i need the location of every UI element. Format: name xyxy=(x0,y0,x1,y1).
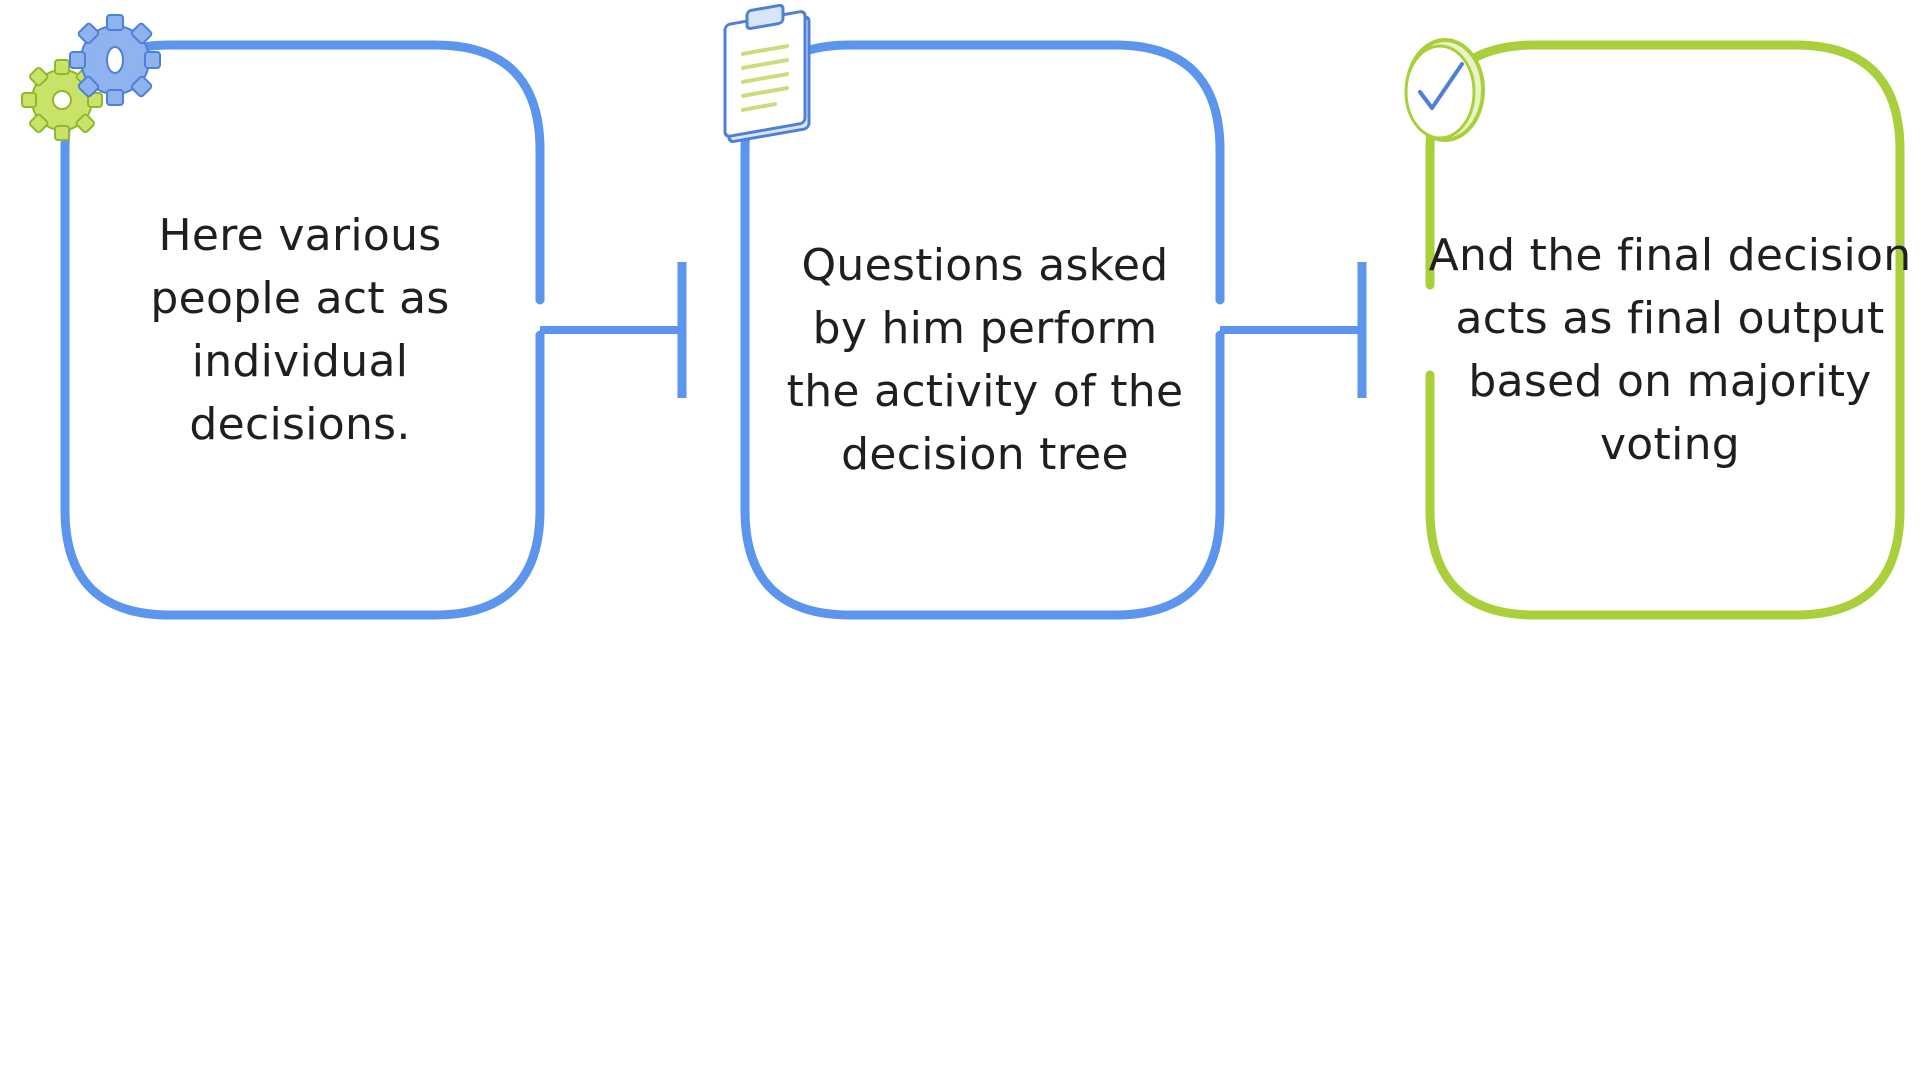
step-2-box xyxy=(740,40,1225,620)
connector-2-3 xyxy=(1220,262,1367,398)
clipboard-icon xyxy=(723,3,811,144)
step-1-text: Here various people act as individual de… xyxy=(150,210,450,450)
step-1-box xyxy=(60,40,545,620)
step-2-text: Questions asked by him perform the activ… xyxy=(786,240,1184,480)
step-3-box xyxy=(1425,40,1905,620)
connector-1-2 xyxy=(540,262,687,398)
step-3-text: And the final decision acts as final out… xyxy=(1428,230,1912,470)
gears-icon xyxy=(21,14,161,141)
checkmark-badge-icon xyxy=(1404,38,1485,142)
